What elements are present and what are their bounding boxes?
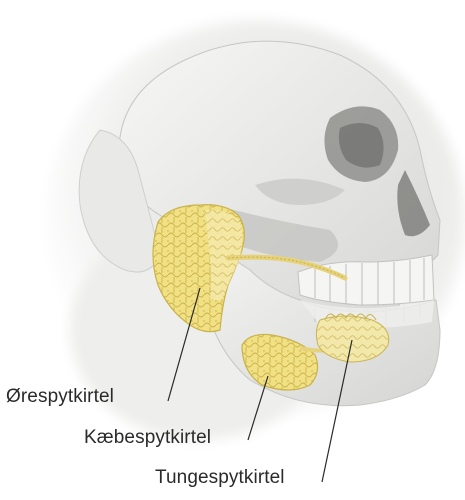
label-sublingual: Tungespytkirtel (155, 467, 285, 489)
label-parotid: Ørespytkirtel (6, 386, 114, 408)
label-submandibular: Kæbespytkirtel (84, 427, 211, 449)
